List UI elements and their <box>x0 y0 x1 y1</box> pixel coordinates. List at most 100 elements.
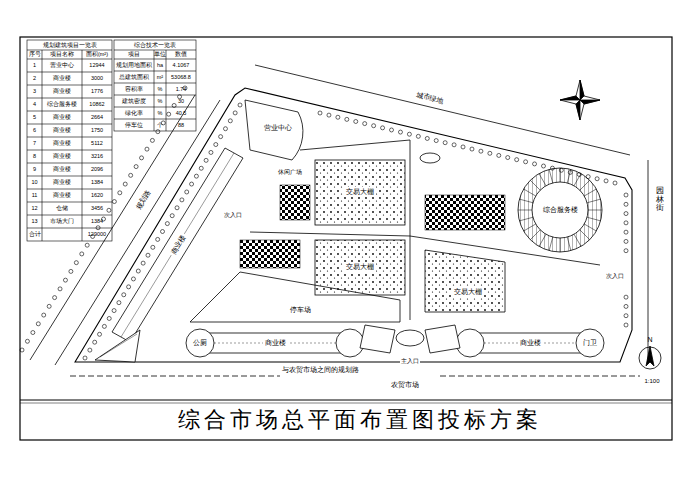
plan-line <box>560 238 561 252</box>
plan-line <box>425 195 505 230</box>
entrance-label: 次入口 <box>223 212 243 219</box>
plan-line <box>315 160 405 225</box>
building-name: 公厕 <box>193 339 207 346</box>
plan-line <box>27 124 112 125</box>
table-cell: 10 <box>31 179 37 185</box>
plan-line <box>83 356 87 360</box>
north-arrow <box>639 346 661 369</box>
plan-line <box>107 316 111 320</box>
plan-line <box>166 50 167 131</box>
plan-line <box>624 202 628 206</box>
table-cell: 商业楼 <box>53 75 71 81</box>
buildings <box>95 100 604 362</box>
plan-line <box>539 234 546 246</box>
plan-line <box>624 221 628 225</box>
plan-line <box>624 304 628 308</box>
table-cell: % <box>158 86 163 92</box>
road-name: 与农贸市场之间的规划路 <box>281 366 360 373</box>
table-cell: 商业楼 <box>53 140 71 146</box>
plan-line <box>587 199 601 203</box>
entrance-label: 次入口 <box>605 273 625 280</box>
plan-line <box>646 346 654 366</box>
plan-line <box>93 340 97 344</box>
plan-line <box>533 162 537 166</box>
table-cell: 2664 <box>91 114 103 120</box>
plan-line <box>20 403 672 404</box>
plan-line <box>190 272 400 322</box>
table-cell: 停车位 <box>125 122 143 128</box>
table-cell: ha <box>157 62 163 68</box>
plan-line <box>372 124 376 128</box>
plan-line <box>20 37 672 440</box>
building-name: 门卫 <box>583 339 597 346</box>
roads <box>30 65 648 376</box>
plan-line <box>25 339 29 343</box>
ring-ticks <box>518 168 602 252</box>
plan-line <box>27 59 112 60</box>
table-cell: 总建筑面积 <box>119 74 149 80</box>
plan-line <box>584 189 596 196</box>
plan-line <box>360 325 395 353</box>
plan-line <box>425 325 460 353</box>
plan-line <box>20 348 24 352</box>
table-cell: 3456 <box>91 205 103 211</box>
plan-line <box>63 278 67 282</box>
table-cell: 规划用地面积 <box>116 62 152 68</box>
table-cell: 1776 <box>91 88 103 94</box>
plan-line <box>112 200 116 204</box>
street-name: 城市绿地 <box>415 91 444 105</box>
table-cell: 3000 <box>91 75 103 81</box>
plan-line <box>161 230 165 234</box>
table-cell: 1 <box>33 62 36 68</box>
plan-line <box>42 313 46 317</box>
plan-line <box>532 182 588 238</box>
plan-line <box>156 130 160 134</box>
plan-line <box>27 189 112 190</box>
plan-line <box>27 163 112 164</box>
plan-line <box>127 285 131 289</box>
plan-line <box>541 164 545 168</box>
table-grid <box>27 40 196 241</box>
plan-line <box>390 128 394 132</box>
plan-line <box>112 148 243 342</box>
building-name: 商业楼 <box>520 339 541 346</box>
plan-line <box>31 331 35 335</box>
plan-line <box>315 240 405 295</box>
plan-line <box>118 191 122 195</box>
site-boundary <box>75 88 632 362</box>
plan-line <box>209 150 213 154</box>
table-cell: 12944 <box>89 62 104 68</box>
plan-line <box>519 199 533 203</box>
plan-line <box>167 112 171 116</box>
plan-line <box>27 111 112 112</box>
table-cell: 商业楼 <box>53 192 71 198</box>
plan-line <box>363 122 367 126</box>
building-label: 交易大棚 <box>452 287 484 297</box>
table-cell: 11 <box>32 192 38 198</box>
table-header: 面积(m²) <box>86 51 108 57</box>
plan-line <box>53 296 57 300</box>
building-label: 商业楼 <box>263 338 288 348</box>
plan-line <box>114 59 196 60</box>
plan-line <box>114 95 196 96</box>
table-cell: 仓储 <box>56 205 68 211</box>
plan-line <box>204 158 208 162</box>
plan-line <box>151 245 155 249</box>
area-label: 休闲广场 <box>277 169 303 176</box>
plan-line <box>47 304 51 308</box>
table-cell: 商业楼 <box>53 153 71 159</box>
table-header: 序号 <box>29 51 41 57</box>
table-cell: 3216 <box>91 153 103 159</box>
table-cell: 5112 <box>91 140 103 146</box>
table-cell: 绿化率 <box>125 110 143 116</box>
plan-line <box>219 135 223 139</box>
plan-line <box>122 293 126 297</box>
street-name: 园林街 <box>656 187 664 213</box>
table-cell: 10862 <box>89 101 104 107</box>
plan-line <box>70 376 280 377</box>
plan-line <box>549 237 553 251</box>
plan-line <box>530 180 540 190</box>
plan-line <box>190 182 194 186</box>
plan-line <box>114 119 196 120</box>
